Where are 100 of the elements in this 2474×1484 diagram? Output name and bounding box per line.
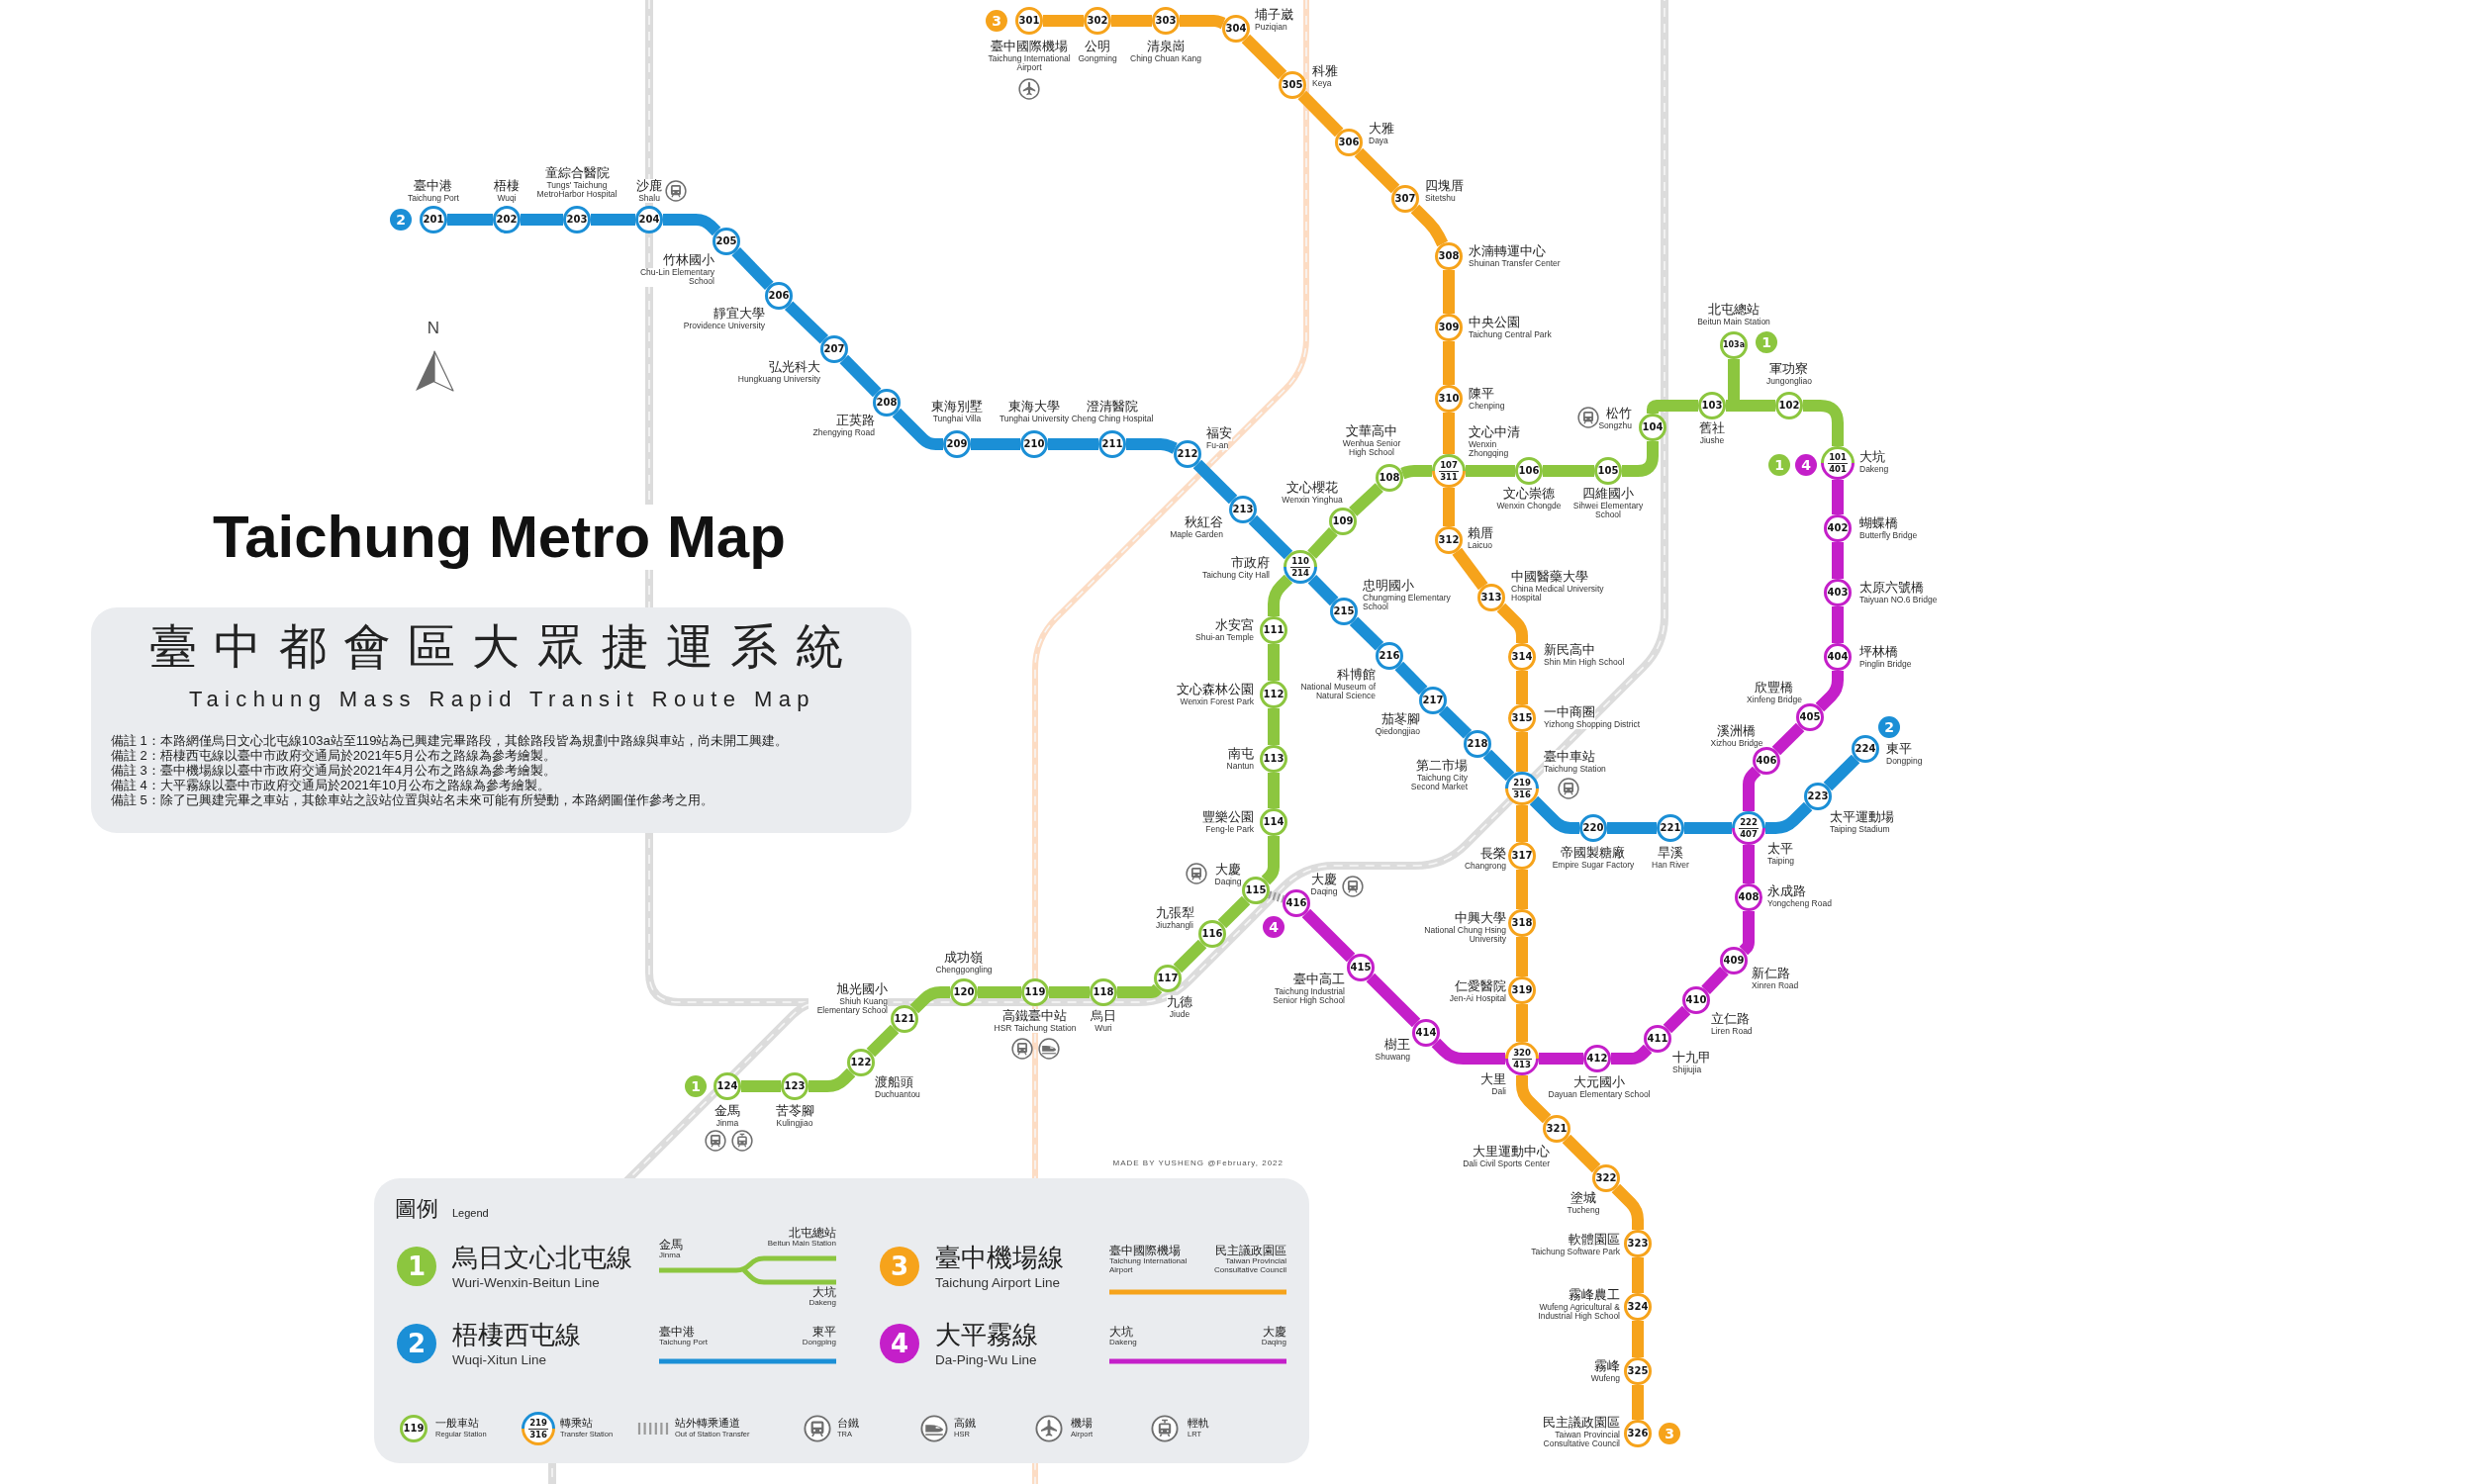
station-name-english: Han River (1652, 860, 1689, 871)
station-name-english: Daqing (1310, 886, 1338, 897)
route-line (731, 246, 774, 291)
station-name-english: Hungkuang University (737, 374, 820, 385)
note: 備註 1：本路網僅烏日文心北屯線103a站至119站為已興建完畢路段，其餘路段皆為規劃中路線與車站，尚未開工興建。 (111, 734, 789, 749)
station-name: 成功嶺 (944, 951, 984, 966)
station-name: 臺中車站 (1544, 750, 1595, 765)
station-name: 太原六號橋 (1859, 581, 1924, 596)
route-line (784, 301, 829, 344)
station-name: 帝國製糖廠 (1561, 846, 1626, 861)
station-name: 烏日 (1091, 1009, 1116, 1024)
station-name: 水湳轉運中心 (1469, 244, 1546, 259)
route-line (1297, 90, 1344, 138)
legend-label: 轉乘站 (560, 1417, 593, 1431)
station-marker: 224 (1852, 735, 1879, 763)
line-name: 大平霧線 (935, 1321, 1038, 1350)
legend-title-english: Legend (452, 1207, 489, 1220)
route-line (1443, 488, 1455, 526)
route-line (1632, 1321, 1644, 1357)
station-name-english: Wenxin Yinghua (1282, 495, 1343, 506)
legend-label: 站外轉乘通道 (675, 1417, 740, 1431)
station-name-english: Shalu (638, 193, 660, 204)
line-name-english: Wuri-Wenxin-Beitun Line (452, 1274, 600, 1290)
route-line (663, 214, 721, 236)
station-name-english: Xinfeng Bridge (1747, 695, 1802, 705)
route-line (1516, 732, 1528, 772)
route-line (971, 438, 1020, 450)
terminus-name-english: Taichung Port (659, 1339, 708, 1348)
station-marker: 203 (563, 206, 591, 233)
station-marker: 220 (1579, 814, 1607, 842)
route-line (1400, 465, 1432, 480)
station-marker: 211 (1098, 430, 1126, 458)
terminus-name-english: Beitun Main Station (767, 1240, 836, 1250)
station-name-english: Taichung Central Park (1469, 329, 1552, 340)
station-name: 太平 (1767, 842, 1793, 857)
route-line (892, 408, 943, 450)
route-line (1126, 438, 1178, 454)
station-name-english: Duchuantou (875, 1089, 920, 1100)
station-name: 太平運動場 (1830, 810, 1894, 825)
route-line (1180, 15, 1226, 30)
station-name-english: Taiping Stadium (1830, 824, 1890, 835)
station-name: 中央公園 (1469, 316, 1520, 330)
station-marker: 402 (1824, 514, 1852, 542)
station-name-english: Shiuh Kuang Elementary School (809, 996, 888, 1016)
route-line (1516, 1075, 1552, 1124)
station-name: 文心崇德 (1503, 487, 1555, 502)
station-marker: 308 (1435, 242, 1463, 270)
note: 備註 2：梧棲西屯線以臺中市政府交通局於2021年5月公布之路線為參考繪製。 (111, 749, 556, 764)
station-name-english: Empire Sugar Factory (1552, 860, 1635, 871)
station-marker: 322 (1592, 1164, 1620, 1192)
line-badge: 2 (390, 209, 412, 231)
station-name: 新民高中 (1544, 643, 1595, 658)
route-line (521, 214, 563, 226)
route-line (1048, 438, 1098, 450)
station-name: 大元國小 (1573, 1075, 1625, 1090)
station-name: 霧峰農工 (1569, 1288, 1620, 1303)
station-name: 軟體園區 (1569, 1233, 1620, 1248)
station-name: 四塊厝 (1425, 179, 1464, 194)
route-line (1562, 1134, 1601, 1173)
station-name: 軍功寮 (1769, 362, 1809, 377)
station-marker: 302 (1084, 7, 1111, 35)
station-name-english: Liren Road (1711, 1026, 1753, 1037)
terminus-name: 臺中國際機場 (1109, 1245, 1181, 1258)
station-name: 樹王 (1384, 1038, 1410, 1053)
route-line (1301, 908, 1356, 963)
legend-panel (374, 1178, 1309, 1463)
station-name-english: Providence University (683, 321, 765, 331)
station-name: 旱溪 (1658, 846, 1683, 861)
station-marker: 315 (1508, 704, 1536, 732)
station-name: 梧棲 (494, 179, 520, 194)
station-marker: 123 (781, 1072, 809, 1100)
station-name: 北屯總站 (1708, 303, 1760, 318)
line-name-english: Da-Ping-Wu Line (935, 1351, 1037, 1367)
station-marker: 321 (1543, 1115, 1570, 1143)
station-name: 公明 (1085, 40, 1110, 54)
station-name: 四維國小 (1582, 487, 1634, 502)
route-line (1248, 514, 1293, 560)
station-name-english: Dali (1491, 1086, 1506, 1097)
station-marker: 208 (873, 389, 901, 417)
station-marker: 210 (1020, 430, 1048, 458)
station-marker: 113 (1260, 745, 1287, 773)
route-line (1431, 1038, 1505, 1065)
credit-text: MADE BY YUSHENG @February, 2022 (1112, 1159, 1284, 1168)
station-marker: 119 (1021, 978, 1049, 1006)
station-name-english: Gongming (1078, 53, 1117, 64)
route-line (1496, 603, 1528, 643)
station-name: 東海大學 (1008, 400, 1060, 415)
station-marker: 405 (1796, 703, 1824, 731)
station-marker: 202 (493, 206, 521, 233)
station-name-english: Taichung Station (1544, 764, 1606, 775)
station-name-english: Cheng Ching Hospital (1071, 414, 1154, 424)
legend-label: 一般車站 (435, 1417, 479, 1431)
station-marker: 406 (1753, 747, 1780, 775)
station-name-english: Wenxin Chongde (1496, 501, 1562, 511)
route-line (1466, 465, 1515, 477)
station-name-english: Jungongliao (1766, 376, 1812, 387)
station-marker: 319 (1508, 976, 1536, 1004)
station-marker: 104 (1639, 414, 1666, 441)
terminus-name-english: Daqing (1261, 1339, 1286, 1348)
route-line (1268, 574, 1293, 616)
